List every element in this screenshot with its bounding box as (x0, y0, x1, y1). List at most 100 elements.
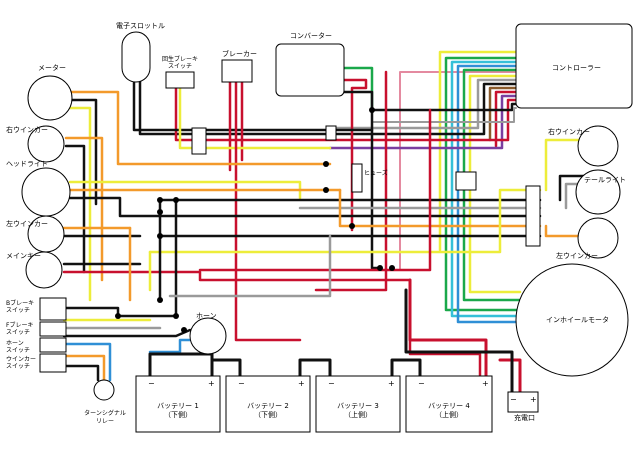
charge-port-plus: + (530, 395, 537, 404)
wires (62, 50, 602, 394)
wire-brake-red-3 (234, 78, 302, 342)
junction-dot (323, 187, 329, 193)
left-winker-left-label: 左ウインカー (6, 220, 48, 228)
meter-symbol (27, 75, 73, 121)
battery-2-minus: − (238, 379, 245, 388)
converter-label: コンバーター (290, 32, 332, 40)
converter-symbol (275, 43, 345, 97)
wire-batt-12 (210, 358, 242, 378)
wire-ctrl-red-1 (494, 90, 518, 148)
wire-conv-red (338, 78, 368, 232)
battery-4-plus: + (482, 379, 489, 388)
wire-tail-1 (558, 174, 592, 202)
headlight-label: ヘッドライト (6, 160, 48, 168)
f-brake-switch-label-2: スイッチ (6, 329, 31, 336)
controller-symbol (515, 23, 633, 109)
battery-1-position: （下側） (164, 411, 192, 419)
wire-throttle-black (132, 62, 374, 132)
wire-conv-green (338, 66, 374, 114)
meter-label: メーター (38, 64, 66, 72)
wire-sw-horn (62, 328, 192, 338)
wire-ctrl-yellow-1 (438, 50, 518, 252)
battery-1-plus: + (208, 379, 215, 388)
junction-dot (323, 161, 329, 167)
connector-symbol (325, 125, 337, 141)
wire-rwinker-orange (64, 136, 104, 282)
right-winker-right-label: 右ウインカー (548, 128, 590, 136)
wire-ctrl-green (444, 56, 522, 312)
charge-port-minus: − (510, 395, 517, 404)
wire-head-black (68, 196, 542, 218)
controller-label: コントローラー (552, 64, 601, 72)
battery-4-name: バッテリー 4 (428, 402, 470, 410)
wire-batt-plus (408, 278, 488, 378)
winker-switch-symbol (39, 353, 67, 373)
b-brake-switch-label-1: Bブレーキ (6, 300, 35, 307)
turn-relay-symbol (93, 379, 115, 401)
battery-4-symbol (405, 375, 493, 433)
components (21, 23, 633, 433)
junction-dot (157, 197, 163, 203)
battery-1-symbol (135, 375, 221, 433)
winker-switch-label-1: ウインカー (6, 356, 37, 363)
breaker-symbol (221, 59, 253, 83)
junction-dot (389, 265, 395, 271)
wire-ctrl-blue (456, 64, 522, 324)
winker-switch-label-2: スイッチ (6, 363, 31, 370)
right-winker-left-symbol (27, 125, 65, 163)
right-winker-left-label: 右ウインカー (6, 126, 48, 134)
f-brake-switch-label-1: Fブレーキ (6, 322, 34, 329)
wire-conv-red-2 (314, 70, 388, 292)
in-wheel-motor-label: インホイールモータ (546, 316, 609, 324)
headlight-symbol (21, 167, 71, 217)
wire-bus-yellow (148, 188, 542, 254)
fuse-symbol (351, 163, 363, 193)
wire-ctrl-gray-2 (371, 107, 517, 123)
battery-3-minus: − (328, 379, 335, 388)
junction-dot (369, 107, 375, 113)
junction-dot (173, 313, 179, 319)
horn-switch-label-2: スイッチ (6, 347, 31, 354)
wire-ctrl-gray (328, 78, 518, 130)
horn-switch-label-1: ホーン (6, 340, 24, 347)
tail-light-label: テールライト (584, 176, 626, 184)
f-brake-switch-symbol (39, 321, 67, 337)
battery-2-symbol (225, 375, 311, 433)
wire-rwinker-black (64, 144, 86, 274)
wire-ctrl-pink (399, 71, 517, 271)
wire-ctrl-cyan (450, 60, 522, 318)
left-winker-right-label: 左ウインカー (556, 252, 598, 260)
wire-sw-5 (62, 354, 106, 382)
junction-dot (115, 313, 121, 319)
wire-ctrl-black-2 (370, 102, 518, 112)
charge-port-symbol (507, 391, 539, 413)
wire-ctrl-black (138, 78, 518, 136)
battery-1-minus: − (148, 379, 155, 388)
connector-symbol (191, 127, 207, 155)
wire-batt-34 (390, 358, 422, 378)
b-brake-switch-symbol (39, 297, 67, 321)
battery-1-name: バッテリー 1 (157, 402, 199, 410)
turn-relay-label-2: リレー (95, 418, 114, 425)
wire-meter-black (64, 98, 98, 206)
left-winker-right-symbol (577, 217, 619, 259)
horn-label: ホーン (196, 312, 217, 320)
b-brake-switch-label-2: スイッチ (6, 307, 31, 314)
regen-brake-switch-symbol (165, 71, 195, 89)
wire-col-gray (168, 234, 332, 298)
right-winker-right-symbol (577, 125, 619, 167)
main-key-symbol (25, 251, 63, 289)
junction-dot (157, 209, 163, 215)
wire-sw-1 (62, 306, 178, 318)
breaker-label: ブレーカー (222, 50, 257, 58)
tail-light-symbol (575, 169, 621, 215)
wire-charge-red (498, 358, 522, 394)
throttle-symbol (121, 31, 151, 83)
battery-3-plus: + (388, 379, 395, 388)
fuse-label: ヒューズ (364, 170, 388, 177)
wire-meter-orange (64, 90, 332, 166)
junction-dot (157, 297, 163, 303)
charge-port-label: 充電口 (514, 414, 535, 422)
wire-head-yellow (68, 180, 302, 200)
regen-brake-switch-label-1: 回生ブレーキ (161, 56, 198, 63)
